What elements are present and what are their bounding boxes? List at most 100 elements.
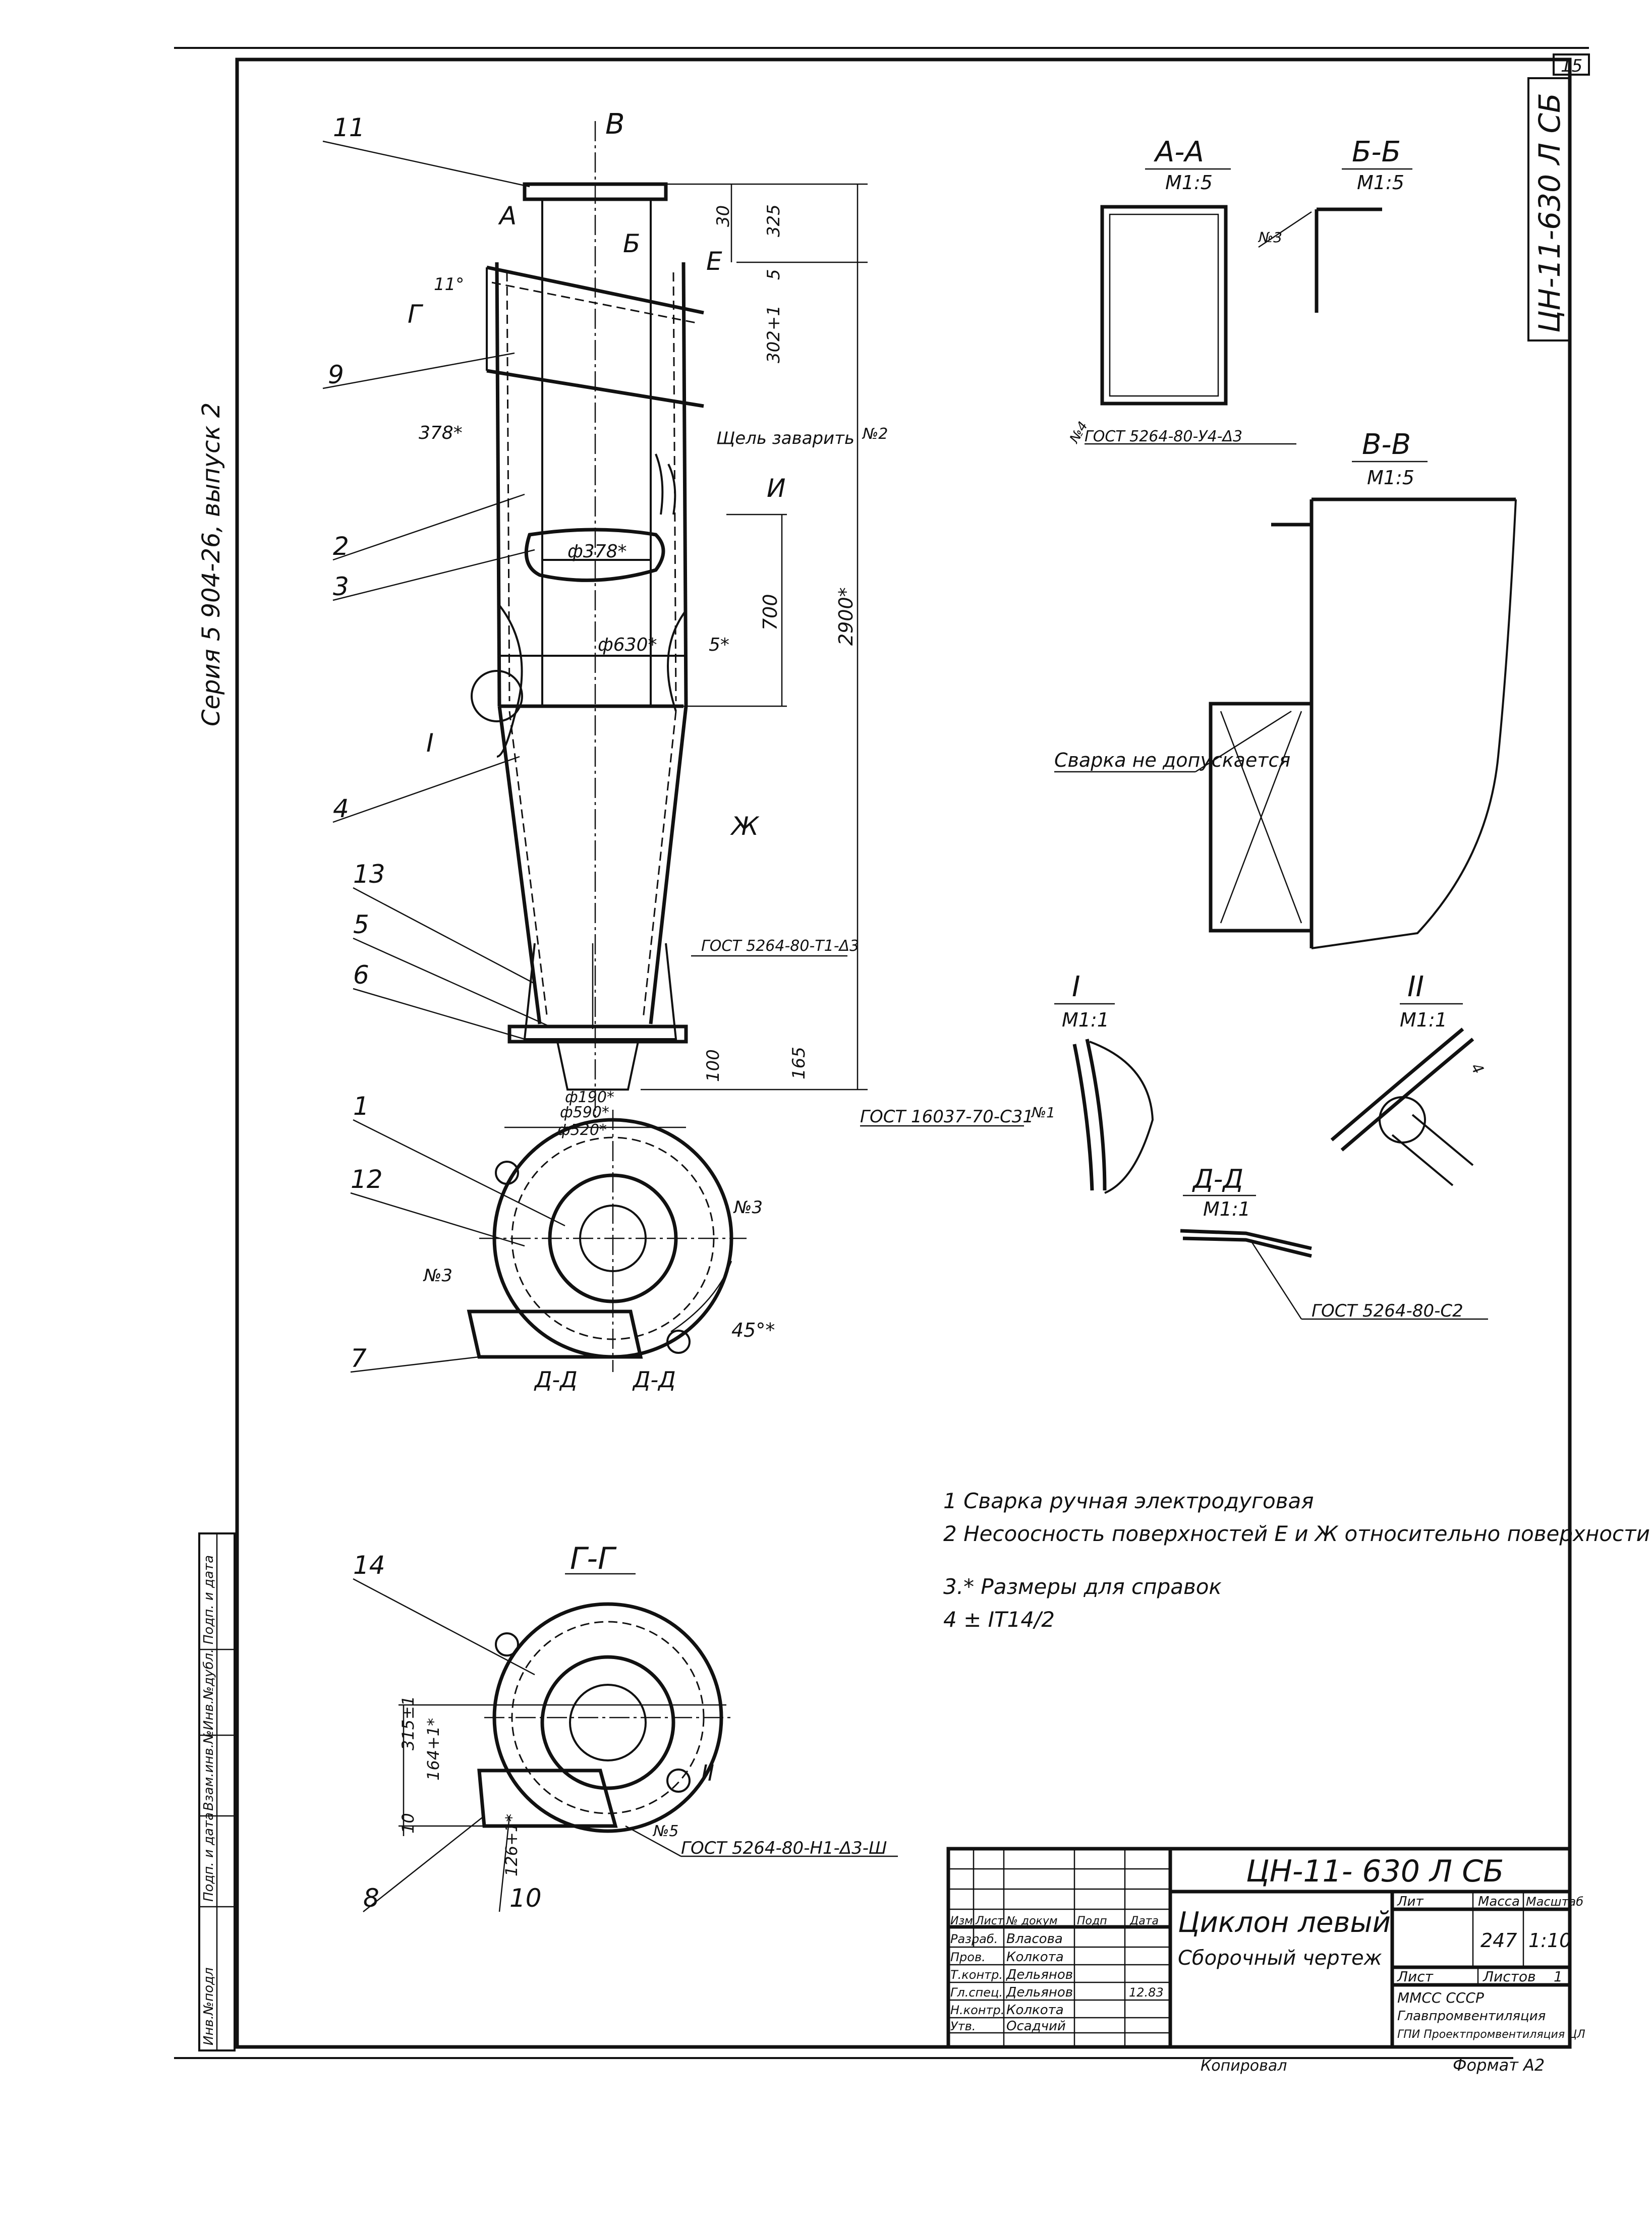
weld-3-right: №3	[733, 1197, 763, 1218]
section-BB-scale: М1:5	[1357, 172, 1404, 194]
role-4: Гл.спец.	[950, 1985, 1003, 2000]
person-5: Колкота	[1006, 2003, 1064, 2018]
section-BB-title: Б-Б	[1352, 136, 1401, 168]
mark-E: Е	[706, 247, 722, 276]
section-GG-title: Г-Г	[570, 1541, 617, 1576]
scale-label: Масштаб	[1526, 1895, 1583, 1909]
dim-f630: ф630*	[598, 635, 657, 655]
person-2: Колкота	[1006, 1950, 1064, 1965]
section-AA-note: ГОСТ 5264-80-У4-Δ3	[1085, 428, 1242, 445]
sheets-value: 1	[1554, 1968, 1563, 1985]
hdr-doc: № докум	[1006, 1915, 1057, 1927]
mark-И: И	[767, 474, 785, 503]
dim-126: 126+1*	[502, 1814, 521, 1876]
note-gost-h1: ГОСТ 5264-80-Н1-Δ3-Ш	[681, 1838, 887, 1858]
stamp-podp-date-1: Подп. и дата	[201, 1812, 216, 1902]
part-1: 1	[353, 1092, 369, 1121]
part-6: 6	[353, 960, 369, 990]
part-5: 5	[353, 910, 369, 939]
role-2: Пров.	[950, 1950, 986, 1964]
weld-3-detail: 4	[1467, 1060, 1487, 1077]
tech-note-4: 4 ± IT14/2	[943, 1607, 1055, 1632]
copy-note: Копировал	[1201, 2057, 1287, 2075]
dim-10: 10	[398, 1813, 418, 1834]
sheet-number: 15	[1561, 56, 1582, 76]
title-block	[946, 1847, 1572, 2049]
doc-subtitle: Сборочный чертеж	[1178, 1947, 1382, 1970]
person-3: Дельянов	[1006, 1967, 1073, 1982]
part-14: 14	[353, 1551, 385, 1580]
note-slot-weld: Щель заварить	[716, 428, 855, 448]
part-8: 8	[363, 1884, 379, 1913]
mark-B-top: В	[605, 108, 624, 141]
mark-Д-left: Д-Д	[534, 1367, 578, 1393]
scale-value: 1:10	[1528, 1929, 1571, 1952]
person-6: Осадчий	[1006, 2019, 1066, 2034]
weld-3-left: №3	[423, 1266, 452, 1286]
sign-date: 12.83	[1129, 1985, 1164, 2000]
role-3: Т.контр.	[950, 1968, 1003, 1982]
stamp-inv-dubl: Инв.№дубл.	[201, 1649, 216, 1730]
mark-A-top: А	[498, 201, 517, 231]
hdr-izm: Изм	[950, 1915, 973, 1927]
section-VV-view	[1209, 497, 1517, 949]
detail-I-scale: М1:1	[1062, 1009, 1109, 1031]
section-VV-note: Сварка не допускается	[1054, 749, 1290, 771]
detail-II-title: II	[1407, 971, 1424, 1003]
mass-label: Масса	[1478, 1894, 1520, 1909]
sheets-label: Листов	[1483, 1968, 1536, 1985]
weld-5: №5	[652, 1822, 678, 1840]
role-1: Разраб.	[950, 1932, 998, 1946]
dim-f190: ф190*	[565, 1089, 614, 1106]
hdr-date: Дата	[1129, 1915, 1159, 1927]
format-note: Формат А2	[1453, 2056, 1545, 2075]
dim-700: 700	[759, 594, 781, 631]
weld-1: №1	[1031, 1104, 1055, 1121]
stamp-vzam-inv: Взам.инв.№	[201, 1730, 216, 1811]
section-DD-note: ГОСТ 5264-80-С2	[1312, 1301, 1463, 1321]
section-AA-profile	[1100, 205, 1228, 406]
side-doc-code: ЦН-11-630 Л СБ	[1532, 93, 1567, 333]
mass-value: 247	[1480, 1929, 1517, 1952]
dim-378: 378*	[419, 423, 463, 443]
cyclone-plan-view	[467, 1110, 747, 1372]
sheet-label: Лист	[1397, 1968, 1434, 1985]
org-line-2: Главпромвентиляция	[1397, 2009, 1546, 2024]
series-label: Серия 5 904-26, выпуск 2	[197, 403, 225, 726]
dim-165: 165	[789, 1047, 809, 1079]
role-6: Утв.	[950, 2019, 976, 2033]
dim-30: 30	[713, 205, 733, 227]
mark-Ж: Ж	[730, 812, 760, 841]
mark-II-gg: II	[701, 1760, 714, 1786]
section-GG-view	[477, 1602, 731, 1833]
person-4: Дельянов	[1006, 1985, 1073, 2000]
hdr-podp: Подп	[1077, 1915, 1107, 1927]
detail-I-title: I	[1072, 971, 1080, 1003]
mark-Д-right: Д-Д	[632, 1367, 676, 1393]
section-BB-profile	[1315, 207, 1382, 313]
part-7: 7	[351, 1344, 367, 1373]
stamp-inv-podl: Инв.№подл	[201, 1967, 216, 2045]
detail-II-view	[1330, 1028, 1474, 1186]
part-4: 4	[333, 794, 349, 823]
part-2: 2	[333, 532, 349, 561]
stamp-podp-date-2: Подп. и дата	[201, 1555, 216, 1644]
detail-II-scale: М1:1	[1400, 1009, 1447, 1031]
dim-164: 164+1*	[424, 1718, 443, 1781]
part-10: 10	[509, 1884, 542, 1913]
dim-100: 100	[703, 1049, 723, 1082]
dim-11deg: 11°	[434, 274, 464, 295]
hdr-list: Лист	[975, 1915, 1004, 1927]
part-12: 12	[351, 1165, 383, 1194]
tech-note-1: 1 Сварка ручная электродуговая	[943, 1489, 1314, 1513]
cyclone-main-view	[471, 121, 704, 1120]
section-DD-title: Д-Д	[1192, 1164, 1243, 1194]
section-VV-scale: М1:5	[1367, 467, 1414, 489]
detail-I-note: ГОСТ 16037-70-С31	[860, 1107, 1034, 1127]
person-1: Власова	[1006, 1931, 1063, 1947]
section-DD-scale: М1:1	[1203, 1198, 1250, 1220]
dim-315: 315±1	[398, 1696, 418, 1750]
drawing-frame	[235, 58, 1572, 2049]
role-5: Н.контр.	[950, 2003, 1004, 2017]
